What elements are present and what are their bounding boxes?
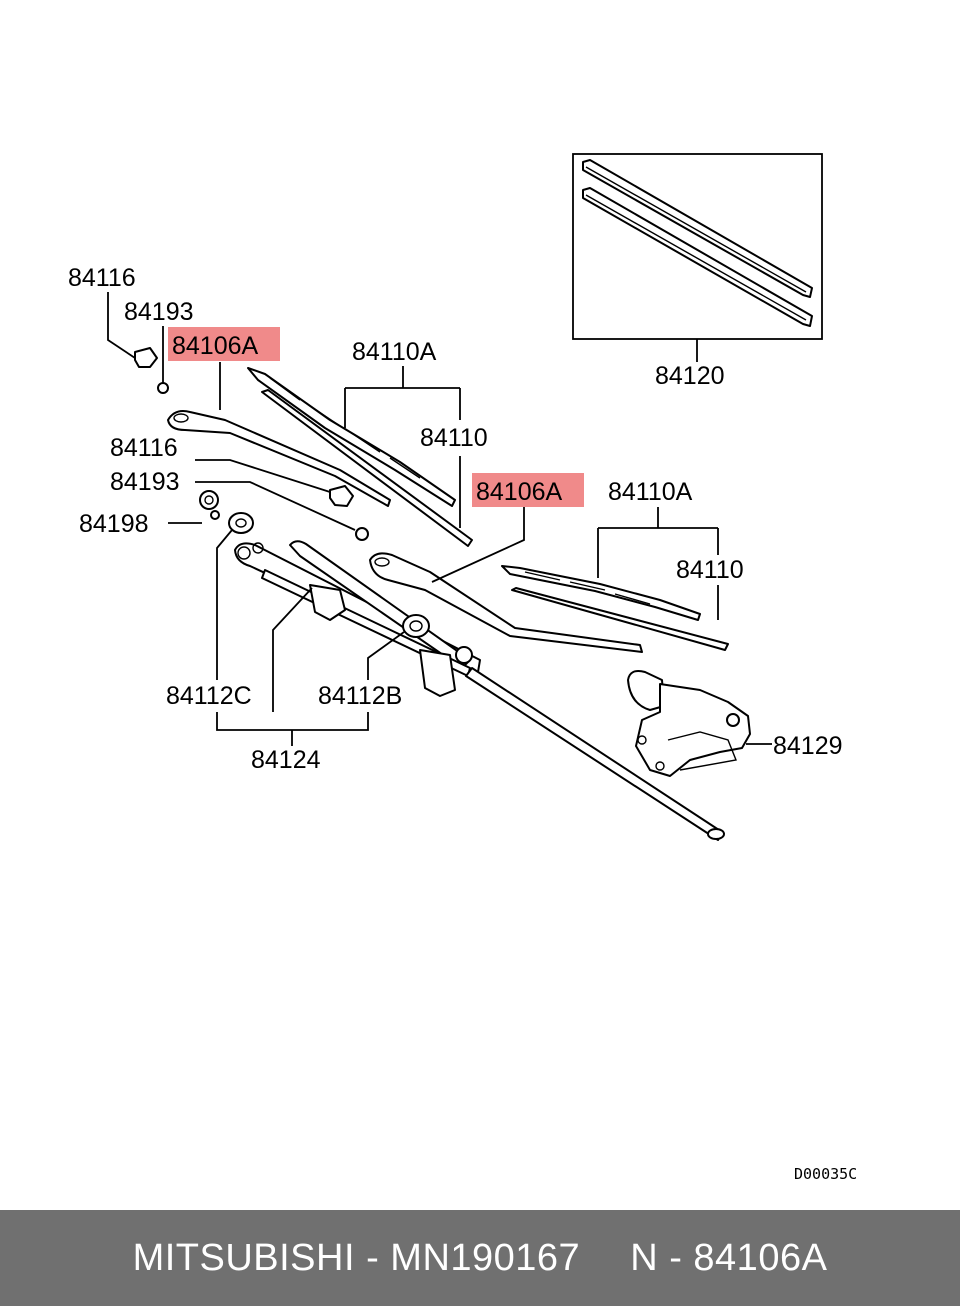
highlight-84106A-right (472, 473, 584, 507)
label-84112B: 84112B (318, 682, 402, 710)
wiper-arm-left (167, 410, 391, 507)
label-84193-top: 84193 (124, 298, 194, 326)
wiper-blade-left (247, 367, 473, 547)
label-84106A-right: 84106A (476, 478, 563, 506)
bushing-84112C (228, 512, 254, 534)
footer-bar: MITSUBISHI - MN190167 N - 84106A (0, 1210, 960, 1306)
nut-84193-mid (355, 527, 369, 541)
linkage-assembly (234, 540, 725, 841)
cap-84116-mid (329, 485, 354, 507)
nut-84193-top (157, 382, 169, 394)
label-84110-right: 84110 (676, 556, 744, 584)
wiper-parts-diagram: 84116 84193 84106A 84110A 84110 84116 84… (68, 153, 857, 1183)
label-84110A-top: 84110A (352, 338, 437, 366)
label-84193-mid: 84193 (110, 468, 180, 496)
label-84116-top: 84116 (68, 264, 136, 292)
label-84120: 84120 (655, 362, 725, 390)
cap-84116-top (134, 347, 158, 368)
blade-refill-inset (572, 153, 823, 340)
wiper-arm-right (369, 552, 643, 653)
label-84116-mid: 84116 (110, 434, 178, 462)
label-84129: 84129 (773, 732, 843, 760)
label-84106A-left: 84106A (172, 332, 259, 360)
footer-brand-part: MITSUBISHI - MN190167 (132, 1236, 581, 1279)
bushing-84112B (402, 614, 430, 638)
wiper-motor (627, 670, 751, 777)
highlight-84106A-left (168, 327, 280, 361)
diagram-code: D00035C (794, 1165, 857, 1183)
label-84198: 84198 (79, 510, 149, 538)
label-84110-top: 84110 (420, 424, 488, 452)
footer-ref: N - 84106A (630, 1236, 828, 1279)
label-84112C: 84112C (166, 682, 252, 710)
label-84110A-right: 84110A (608, 478, 693, 506)
label-84124: 84124 (251, 746, 321, 774)
wiper-blade-right (501, 565, 729, 651)
bushing-84198 (199, 490, 220, 520)
